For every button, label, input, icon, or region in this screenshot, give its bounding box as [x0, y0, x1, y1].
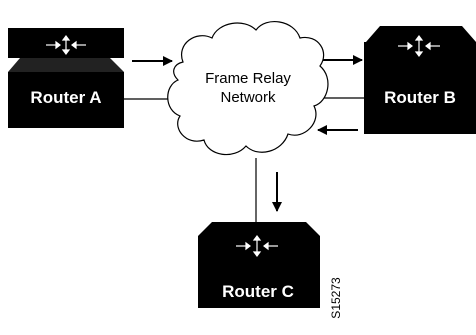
router-b: Router B [364, 26, 476, 134]
router-c-label: Router C [222, 282, 294, 301]
router-c-top [198, 222, 320, 236]
cloud-label-line2: Network [220, 89, 276, 106]
router-arrows-icon [46, 35, 86, 55]
router-b-body [364, 42, 476, 134]
router-a-top [8, 58, 124, 72]
router-c: Router C [198, 222, 320, 308]
frame-relay-cloud: Frame Relay Network [167, 21, 329, 156]
router-a: Router A [8, 28, 124, 128]
figure-id: S15273 [329, 277, 343, 319]
router-b-top [366, 26, 476, 42]
router-arrows-icon [236, 235, 278, 257]
router-a-body [8, 72, 124, 128]
router-a-label: Router A [30, 88, 101, 107]
cloud-shape [167, 21, 329, 156]
router-c-body [198, 236, 320, 308]
cloud-label-line1: Frame Relay [205, 70, 291, 87]
router-b-label: Router B [384, 88, 456, 107]
router-arrows-icon [398, 35, 440, 57]
